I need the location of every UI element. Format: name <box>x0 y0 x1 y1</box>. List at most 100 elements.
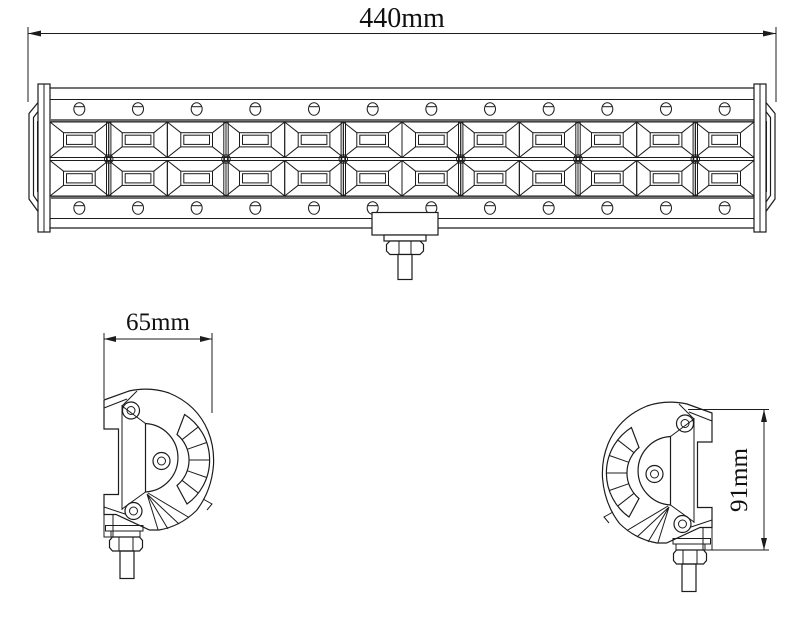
strip-screw-icon <box>542 201 555 215</box>
led-cell <box>342 160 403 197</box>
led-cell <box>49 121 110 158</box>
led-lens-inner <box>535 173 562 184</box>
bracket-plate <box>371 211 439 236</box>
reflector-facet-lines <box>401 160 462 197</box>
reflector-facet-lines <box>225 121 286 158</box>
arrow-left-icon <box>28 30 41 37</box>
reflector-facet-lines <box>49 121 110 158</box>
side-screw <box>121 401 141 420</box>
led-lens-outer <box>473 132 507 148</box>
reflector-facet-lines <box>636 121 696 158</box>
strip-screw-icon <box>132 201 144 215</box>
reflector-facet-lines <box>342 121 403 158</box>
led-cell <box>284 160 344 197</box>
led-lens-inner <box>711 134 738 145</box>
reflector-facet-lines <box>166 160 227 197</box>
reflector-facet-lines <box>342 160 403 197</box>
led-lens-inner <box>242 173 269 184</box>
led-cell <box>518 160 579 197</box>
reflector-facet-lines <box>518 160 579 197</box>
strip-screw-icon <box>249 102 262 116</box>
dimension-65: 65mm <box>103 309 213 413</box>
side-screw <box>124 501 143 521</box>
led-cell <box>225 121 286 158</box>
led-lens-inner <box>242 134 269 145</box>
led-lens-outer <box>532 170 565 186</box>
led-lens-inner <box>535 134 562 145</box>
strip-screw-icon <box>718 201 731 215</box>
endcap-right <box>753 83 776 233</box>
led-lens-outer <box>473 170 507 186</box>
strip-screw-icon <box>484 201 496 215</box>
led-lens-inner <box>183 134 211 145</box>
led-cell <box>108 121 168 158</box>
led-lens-outer <box>180 170 214 186</box>
seam-screw-center <box>693 156 698 162</box>
strip-screw-icon <box>132 102 144 116</box>
side-screw <box>152 451 171 471</box>
strip-screw-icon <box>308 102 320 116</box>
led-lens-outer <box>708 132 741 148</box>
led-cell <box>401 121 462 158</box>
bracket-nut-facets <box>398 241 412 255</box>
bracket-washer <box>383 234 427 242</box>
strip-screw-icon <box>366 102 379 116</box>
seam-screw-icon <box>455 154 466 164</box>
seam-screw-icon <box>338 154 349 164</box>
led-lens-outer <box>63 132 96 148</box>
screw-inner <box>157 456 166 466</box>
side-profile-body-mirrored <box>601 401 713 593</box>
reflector-facet-lines <box>49 160 110 197</box>
seam-screw-center <box>341 156 346 162</box>
foot-nut <box>108 536 144 552</box>
body-chamfer-top <box>103 398 128 409</box>
arrow-down-icon <box>761 538 767 550</box>
dimension-65-label: 65mm <box>126 309 190 336</box>
led-cell <box>284 121 344 158</box>
fin-band <box>176 413 211 505</box>
seam-screw-center <box>458 156 463 162</box>
reflector-facet-lines <box>636 160 696 197</box>
screw-strip-top <box>73 102 731 116</box>
side-view-left: 65mm <box>103 309 215 580</box>
seam-screw-icon <box>690 154 701 164</box>
screw-inner <box>129 506 138 516</box>
led-lens-outer <box>649 132 683 148</box>
strip-screw-icon <box>190 201 203 215</box>
side-profile-body <box>103 388 215 580</box>
reflector-facet-lines <box>284 121 344 158</box>
strip-screw-icon <box>718 102 731 116</box>
led-lens-inner <box>124 173 152 184</box>
reflector-facet-lines <box>108 160 168 197</box>
led-lens-outer <box>708 170 741 186</box>
seam-screw-center <box>575 156 581 162</box>
led-lens-inner <box>594 134 621 145</box>
led-cell <box>577 160 638 197</box>
mounting-bracket <box>371 211 439 281</box>
arrow-right-icon <box>200 336 212 342</box>
led-lens-inner <box>418 134 445 145</box>
led-cell <box>460 160 520 197</box>
led-lens-outer <box>356 170 389 186</box>
seam-screw-center <box>106 156 111 162</box>
screw-outer <box>124 501 143 521</box>
dimension-91-label: 91mm <box>726 448 753 512</box>
led-cell <box>401 160 462 197</box>
led-lens-inner <box>652 173 680 184</box>
body-seam-top <box>121 390 138 407</box>
reflector-facet-lines <box>401 121 462 158</box>
led-lens-outer <box>356 132 389 148</box>
side-view-right: 91mm <box>601 401 769 593</box>
led-lens-outer <box>591 132 624 148</box>
led-lens-inner <box>183 173 211 184</box>
strip-screw-icon <box>73 102 86 116</box>
screw-outer <box>152 451 171 471</box>
reflector-facet-lines <box>460 121 520 158</box>
led-lens-outer <box>239 132 272 148</box>
reflector-facet-lines <box>284 160 344 197</box>
led-cell <box>225 160 286 197</box>
strip-screw-icon <box>484 102 496 116</box>
strip-screw-icon <box>190 102 203 116</box>
led-cell <box>342 121 403 158</box>
